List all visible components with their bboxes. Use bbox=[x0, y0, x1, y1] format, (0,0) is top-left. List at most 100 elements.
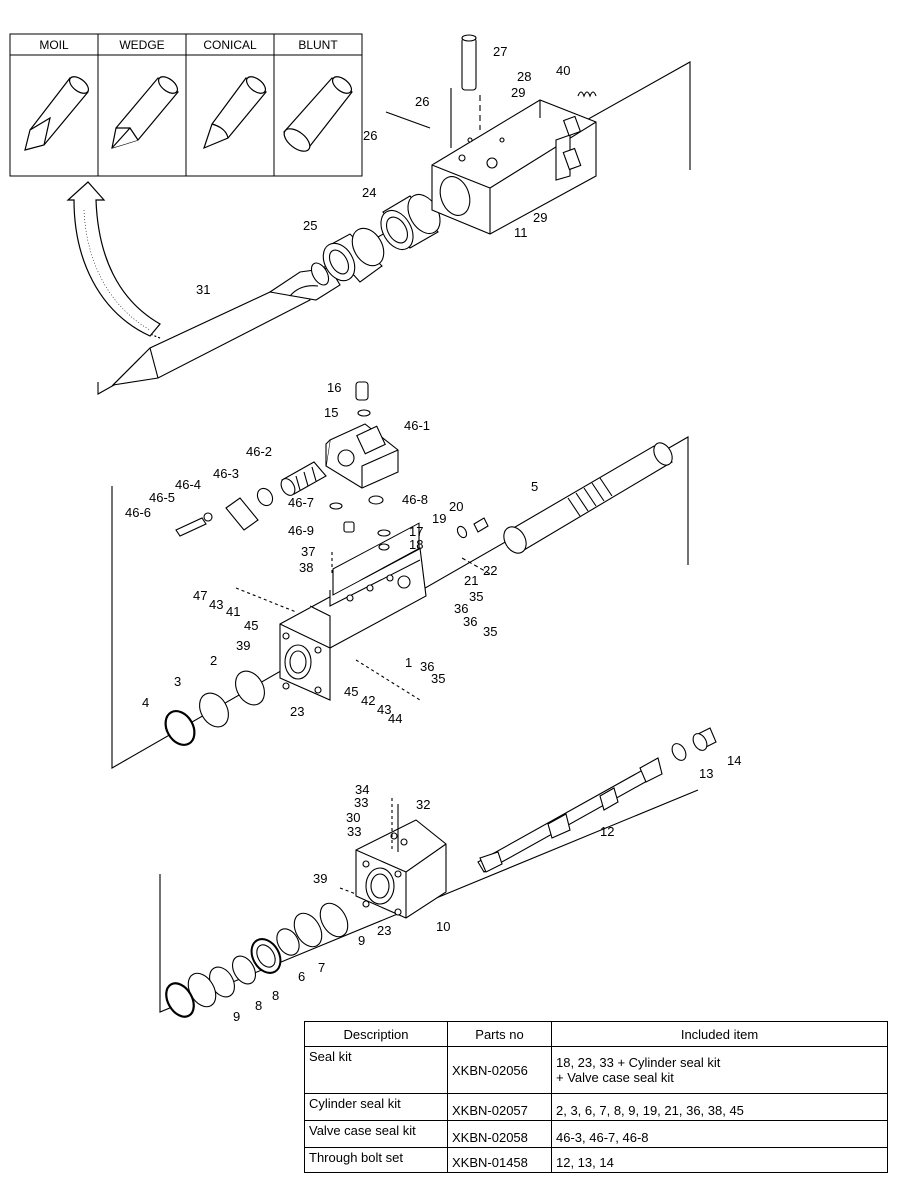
part-callout-36: 36 bbox=[420, 659, 434, 674]
front-head-11 bbox=[431, 99, 597, 235]
part-callout-43: 43 bbox=[209, 597, 223, 612]
part-callout-42: 42 bbox=[361, 693, 375, 708]
part-callout-46-3: 46-3 bbox=[213, 466, 239, 481]
cylinder-group bbox=[164, 381, 673, 746]
bush-25 bbox=[322, 227, 385, 283]
part-callout-2: 2 bbox=[210, 653, 217, 668]
plug-20 bbox=[473, 517, 489, 533]
part-callout-37: 37 bbox=[301, 544, 315, 559]
part-callout-27: 27 bbox=[493, 44, 507, 59]
part-callout-32: 32 bbox=[416, 797, 430, 812]
part-callout-23: 23 bbox=[290, 704, 304, 719]
ring-3 bbox=[199, 692, 229, 728]
bolt-16 bbox=[355, 381, 369, 401]
blunt-tip-icon bbox=[283, 76, 353, 152]
part-callout-23: 23 bbox=[377, 923, 391, 938]
header-parts-no: Parts no bbox=[447, 1021, 552, 1047]
part-callout-19: 19 bbox=[432, 511, 446, 526]
row-parts-no: XKBN-02058 bbox=[447, 1120, 552, 1148]
valve-housing-46-1 bbox=[325, 423, 399, 489]
part-callout-16: 16 bbox=[327, 380, 341, 395]
part-callout-45: 45 bbox=[344, 684, 358, 699]
row-included: 12, 13, 14 bbox=[551, 1147, 888, 1173]
ring-2 bbox=[235, 670, 265, 706]
washer-15 bbox=[357, 409, 371, 417]
part-callout-10: 10 bbox=[436, 919, 450, 934]
seal-kit-table: Description Parts no Included item Seal … bbox=[304, 1021, 888, 1173]
included-line: + Valve case seal kit bbox=[556, 1070, 674, 1085]
part-callout-34: 34 bbox=[355, 782, 369, 797]
part-callout-41: 41 bbox=[226, 604, 240, 619]
part-callout-35: 35 bbox=[469, 589, 483, 604]
row-description: Seal kit bbox=[304, 1046, 448, 1094]
row-parts-no: XKBN-02057 bbox=[447, 1093, 552, 1121]
plug-46-2 bbox=[280, 461, 327, 496]
conical-tip-icon bbox=[203, 76, 267, 150]
part-callout-8: 8 bbox=[272, 988, 279, 1003]
ring-9d bbox=[165, 982, 195, 1018]
back-head-frame bbox=[159, 789, 699, 1013]
part-callout-43: 43 bbox=[377, 702, 391, 717]
part-callout-5: 5 bbox=[531, 479, 538, 494]
row-parts-no: XKBN-02056 bbox=[447, 1046, 552, 1094]
part-callout-44: 44 bbox=[388, 711, 402, 726]
part-callout-29: 29 bbox=[533, 210, 547, 225]
cover-46-4 bbox=[225, 497, 259, 531]
part-callout-46-2: 46-2 bbox=[246, 444, 272, 459]
part-callout-39: 39 bbox=[236, 638, 250, 653]
part-callout-11: 11 bbox=[514, 225, 528, 240]
through-bolt-12 bbox=[477, 757, 663, 873]
part-callout-40: 40 bbox=[556, 63, 570, 78]
part-callout-46-7: 46-7 bbox=[288, 495, 314, 510]
row-description: Through bolt set bbox=[304, 1147, 448, 1173]
part-callout-14: 14 bbox=[727, 753, 741, 768]
part-callout-36: 36 bbox=[463, 614, 477, 629]
washer-13 bbox=[671, 743, 687, 761]
part-callout-47: 47 bbox=[193, 588, 207, 603]
part-callout-46-9: 46-9 bbox=[288, 523, 314, 538]
part-callout-7: 7 bbox=[318, 960, 325, 975]
part-callout-36: 36 bbox=[454, 601, 468, 616]
part-callout-26: 26 bbox=[415, 94, 429, 109]
part-callout-39: 39 bbox=[313, 871, 327, 886]
part-callout-4: 4 bbox=[142, 695, 149, 710]
spring-40 bbox=[577, 91, 597, 98]
table-header-row: Description Parts no Included item bbox=[304, 1021, 888, 1047]
ring-46-3 bbox=[256, 487, 274, 507]
part-callout-46-1: 46-1 bbox=[404, 418, 430, 433]
part-callout-12: 12 bbox=[600, 824, 614, 839]
table-row: Through bolt set XKBN-01458 12, 13, 14 bbox=[304, 1147, 888, 1173]
front-head-group bbox=[111, 34, 597, 386]
part-callout-28: 28 bbox=[517, 69, 531, 84]
row-description: Valve case seal kit bbox=[304, 1120, 448, 1148]
row-description: Cylinder seal kit bbox=[304, 1093, 448, 1121]
table-row: Seal kit XKBN-02056 18, 23, 33 + Cylinde… bbox=[304, 1046, 888, 1094]
table-row: Valve case seal kit XKBN-02058 46-3, 46-… bbox=[304, 1120, 888, 1148]
part-callout-6: 6 bbox=[298, 969, 305, 984]
ring-4 bbox=[164, 710, 196, 746]
part-callout-35: 35 bbox=[483, 624, 497, 639]
bolt-46-6 bbox=[175, 517, 207, 537]
ring-7 bbox=[276, 928, 300, 956]
part-callout-29: 29 bbox=[511, 85, 525, 100]
part-callout-9: 9 bbox=[233, 1009, 240, 1024]
part-callout-17: 17 bbox=[409, 524, 423, 539]
part-callout-15: 15 bbox=[324, 405, 338, 420]
row-parts-no: XKBN-01458 bbox=[447, 1147, 552, 1173]
ring-9b bbox=[293, 912, 323, 948]
part-callout-45: 45 bbox=[244, 618, 258, 633]
tip-label-wedge: WEDGE bbox=[119, 38, 164, 52]
part-callout-20: 20 bbox=[449, 499, 463, 514]
tip-type-panel: MOIL WEDGE CONICAL BLUNT bbox=[9, 33, 363, 177]
tip-label-conical: CONICAL bbox=[203, 38, 257, 52]
part-callout-33: 33 bbox=[347, 824, 361, 839]
row-included: 46-3, 46-7, 46-8 bbox=[551, 1120, 888, 1148]
part-callout-24: 24 bbox=[362, 185, 376, 200]
piston-5 bbox=[503, 442, 673, 554]
part-callout-30: 30 bbox=[346, 810, 360, 825]
part-callout-46-4: 46-4 bbox=[175, 477, 201, 492]
part-callout-8: 8 bbox=[255, 998, 262, 1013]
curved-arrow-icon bbox=[66, 181, 161, 339]
